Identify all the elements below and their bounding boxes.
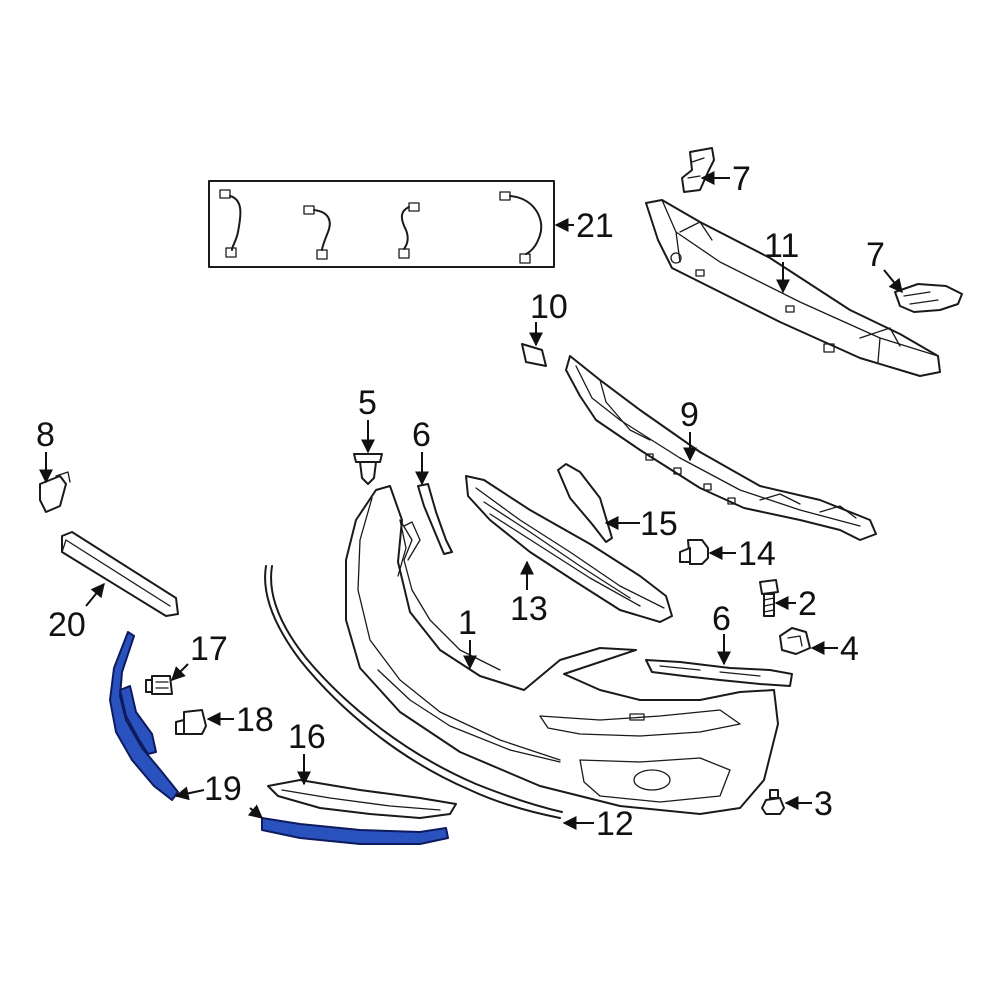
callout-6-upper: 6 (412, 416, 431, 454)
callout-6-lower: 6 (712, 600, 731, 638)
callout-15: 15 (640, 505, 678, 543)
callout-21: 21 (576, 207, 614, 245)
part-21-wire-harness-group: 21 (208, 180, 614, 268)
callout-5: 5 (358, 384, 377, 422)
callout-20: 20 (48, 606, 86, 644)
harness-4 (499, 191, 543, 264)
part-16-lower-trim: 16 (267, 718, 457, 819)
part-5-retainer: 5 (353, 384, 383, 485)
callout-10: 10 (530, 288, 568, 326)
part-7-bracket-right: 7 (866, 236, 963, 313)
part-13-grille: 13 (465, 475, 673, 628)
part-10-clip: 10 (521, 288, 568, 367)
callout-3: 3 (814, 785, 833, 823)
callout-13: 13 (510, 590, 548, 628)
part-18-fastener: 18 (175, 701, 274, 739)
callout-1: 1 (458, 604, 477, 642)
callout-16: 16 (288, 718, 326, 756)
callout-17: 17 (190, 630, 228, 668)
callout-2: 2 (798, 585, 817, 623)
leader-19-right (247, 804, 264, 819)
harness-1 (219, 189, 242, 258)
callout-11: 11 (764, 227, 799, 265)
callout-9: 9 (680, 396, 699, 434)
leader-19-left (174, 786, 205, 801)
callout-14: 14 (738, 535, 776, 573)
leader-7b (883, 269, 903, 294)
harness-3 (398, 202, 420, 259)
harness-box (208, 180, 555, 268)
part-6-bracket-left: 6 (412, 416, 453, 555)
callout-8: 8 (36, 416, 55, 454)
part-14-push-pin: 14 (679, 535, 776, 573)
part-12-trim-strip: 12 (264, 565, 634, 843)
part-15-cover-panel: 15 (557, 463, 678, 543)
callout-7-upper: 7 (732, 160, 751, 198)
part-11-reinforcement-beam: 11 (645, 199, 941, 377)
part-19-molding-highlighted: 19 (109, 631, 449, 845)
callout-12: 12 (596, 805, 634, 843)
part-1-bumper-cover: 1 (345, 485, 779, 815)
part-17-fastener: 17 (145, 630, 228, 695)
part-7-bracket-upper: 7 (681, 147, 751, 198)
part-4-clip-nut: 4 (779, 627, 859, 668)
part-20-license-bracket: 20 (48, 531, 179, 644)
part-2-bolt: 2 (759, 579, 817, 623)
leader-20 (85, 582, 105, 607)
harness-2 (303, 205, 331, 260)
callout-18: 18 (236, 701, 274, 739)
part-8-tow-cover: 8 (36, 416, 71, 513)
callout-4: 4 (840, 630, 859, 668)
part-9-energy-absorber: 9 (565, 355, 877, 541)
callout-7-right: 7 (866, 236, 885, 274)
leader-17 (171, 663, 189, 681)
part-3-screw: 3 (761, 785, 833, 823)
part-6-bracket-right: 6 (645, 600, 793, 687)
callout-19: 19 (204, 770, 242, 808)
